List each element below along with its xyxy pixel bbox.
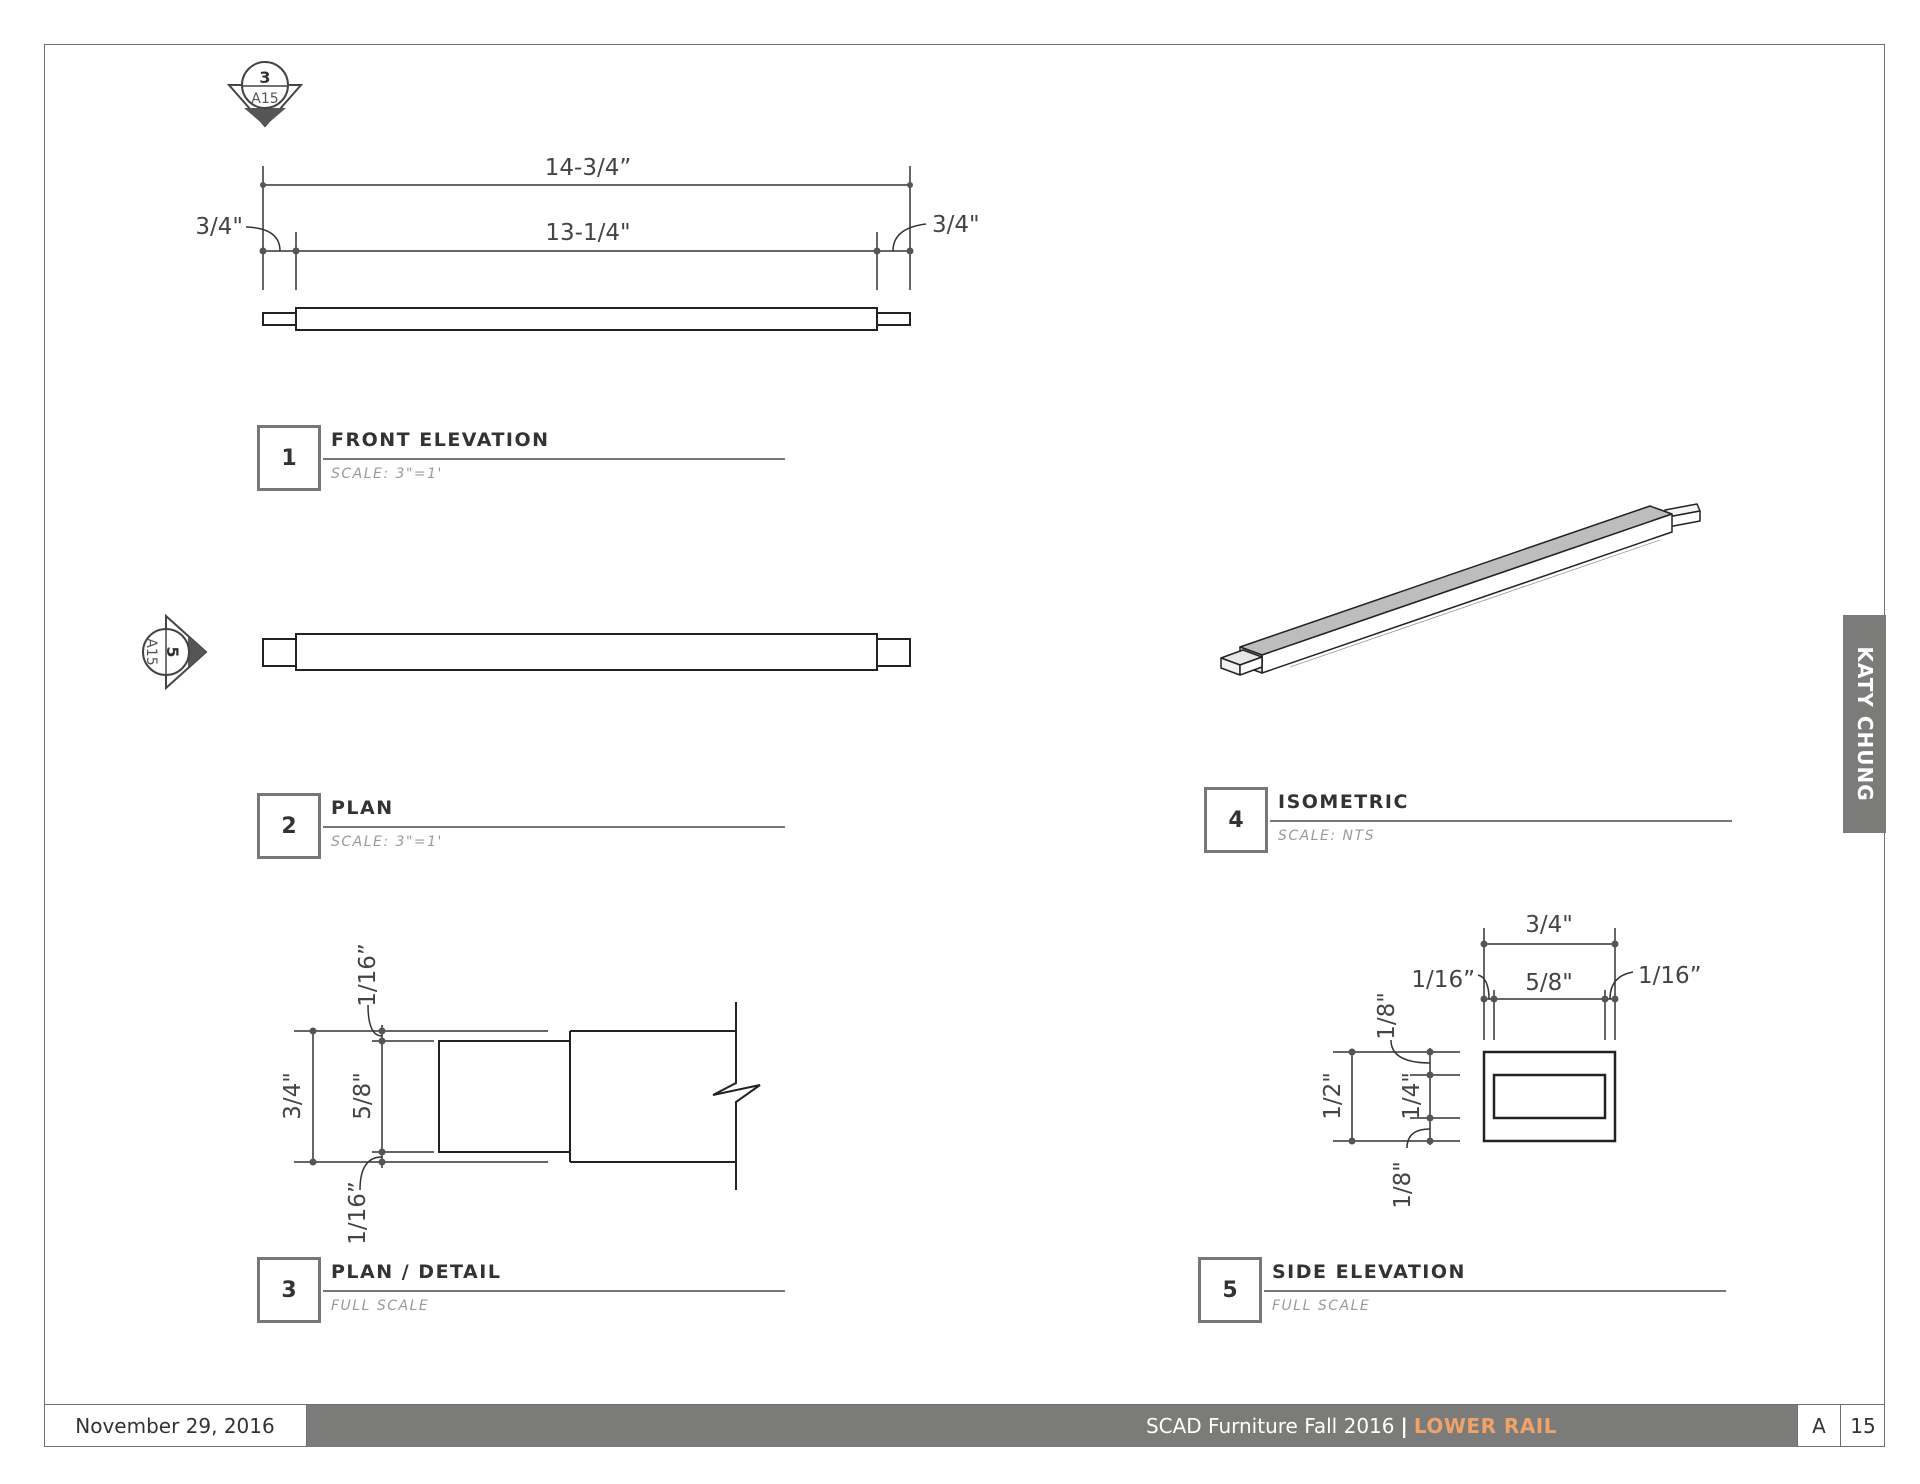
dim-front-overall: 14-3/4” [545, 155, 632, 181]
title-separator: | [1400, 1414, 1408, 1438]
front-elevation-view [245, 166, 927, 331]
view-number: 1 [257, 425, 321, 491]
view-name: ISOMETRIC [1278, 791, 1409, 813]
section-tag-3: 3 A15 [226, 61, 304, 128]
view-title-plan: 2 PLAN SCALE: 3"=1' [257, 793, 817, 863]
view-scale: FULL SCALE [1272, 1298, 1371, 1314]
view-title-plan-detail: 3 PLAN / DETAIL FULL SCALE [257, 1257, 817, 1327]
dim-side-bottom-offset: 1/8" [1390, 1161, 1416, 1209]
view-title-front-elevation: 1 FRONT ELEVATION SCALE: 3"=1' [257, 425, 817, 495]
dim-side-top-offset: 1/8" [1374, 992, 1400, 1040]
dim-side-width-overall: 3/4" [1525, 912, 1573, 938]
project-name: SCAD Furniture Fall 2016 [1145, 1414, 1395, 1438]
project-label: SCAD Furniture Fall 2016|LOWER RAIL [1146, 1405, 1557, 1447]
view-number: 4 [1204, 787, 1268, 853]
dim-detail-shoulder-bottom: 1/16” [345, 1181, 371, 1245]
dim-detail-tenon: 5/8" [350, 1072, 376, 1120]
view-scale: SCALE: 3"=1' [331, 466, 443, 482]
view-number: 3 [257, 1257, 321, 1323]
title-bar: SCAD Furniture Fall 2016|LOWER RAIL [307, 1405, 1797, 1447]
view-scale: FULL SCALE [331, 1298, 430, 1314]
dim-side-right-offset: 1/16” [1638, 963, 1702, 989]
author-name: KATY CHUNG [1852, 646, 1877, 802]
dim-side-left-offset: 1/16” [1411, 967, 1475, 993]
view-scale: SCALE: 3"=1' [331, 834, 443, 850]
view-title-side-elevation: 5 SIDE ELEVATION FULL SCALE [1198, 1257, 1758, 1327]
view-title-isometric: 4 ISOMETRIC SCALE: NTS [1204, 787, 1764, 857]
dim-front-tenon-right: 3/4" [932, 212, 980, 238]
view-title-rule [323, 1290, 785, 1292]
section-tag-3-number: 3 [259, 68, 270, 87]
dim-front-shoulder: 13-1/4" [545, 220, 630, 246]
view-name: PLAN / DETAIL [331, 1261, 502, 1283]
dim-detail-overall: 3/4" [280, 1072, 306, 1120]
view-title-rule [323, 826, 785, 828]
view-number: 2 [257, 793, 321, 859]
section-tag-3-sheet: A15 [251, 91, 278, 107]
view-number: 5 [1198, 1257, 1262, 1323]
view-scale: SCALE: NTS [1278, 828, 1375, 844]
section-tag-5-number: 5 [163, 646, 182, 657]
section-tag-5: 5 A15 [142, 613, 208, 691]
sheet-number: 15 [1850, 1414, 1876, 1438]
dim-side-height-overall: 1/2" [1320, 1072, 1346, 1120]
author-tab: KATY CHUNG [1843, 615, 1886, 833]
view-name: PLAN [331, 797, 394, 819]
sheet-title: LOWER RAIL [1413, 1414, 1557, 1438]
sheet-date: November 29, 2016 [44, 1405, 307, 1447]
view-title-rule [1264, 1290, 1726, 1292]
plan-detail-view [294, 1002, 761, 1191]
title-strip: November 29, 2016 SCAD Furniture Fall 20… [44, 1404, 1885, 1447]
dim-detail-shoulder-top: 1/16” [355, 943, 381, 1007]
dim-front-tenon-left: 3/4" [195, 214, 243, 240]
view-name: SIDE ELEVATION [1272, 1261, 1466, 1283]
view-name: FRONT ELEVATION [331, 429, 550, 451]
plan-view [262, 633, 911, 671]
sheet-letter: A [1797, 1405, 1841, 1447]
isometric-view [1220, 503, 1701, 676]
view-title-rule [1270, 820, 1732, 822]
view-title-rule [323, 458, 785, 460]
side-elevation-view [1333, 928, 1634, 1149]
dim-side-width-tenon: 5/8" [1525, 970, 1573, 996]
section-tag-5-sheet: A15 [143, 638, 159, 665]
dim-side-height-tenon: 1/4" [1399, 1072, 1425, 1120]
